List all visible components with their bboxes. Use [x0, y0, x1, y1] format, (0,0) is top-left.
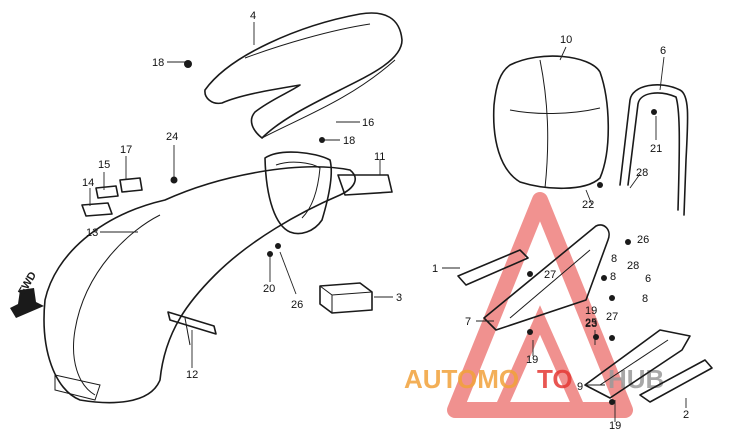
callout-3: 3: [396, 292, 402, 304]
callout-11: 11: [374, 151, 385, 163]
callout-17: 17: [120, 144, 132, 156]
callout-19a: 19: [585, 305, 597, 317]
callout-2: 2: [683, 409, 689, 421]
callout-9: 9: [577, 381, 583, 393]
callout-15: 15: [98, 159, 110, 171]
callout-18b: 18: [343, 135, 355, 147]
part-2-plate: [639, 359, 713, 403]
callout-22: 22: [582, 199, 594, 211]
watermark-logo: [447, 192, 633, 418]
callout-8a: 8: [610, 271, 616, 283]
part-3-box: [319, 282, 373, 314]
part-7-side-bracket: [483, 224, 610, 331]
part-6-backrest-frame: [619, 84, 689, 216]
callout-28b: 28: [627, 260, 639, 272]
hardware: [170, 60, 657, 405]
leader-lines: [89, 22, 687, 422]
svg-text:TO: TO: [537, 364, 573, 394]
svg-text:AUTOMO: AUTOMO: [404, 364, 519, 394]
callout-21: 21: [650, 143, 662, 155]
part-9-lower-rack: [584, 329, 691, 399]
part-4-rear-cowl: [204, 12, 403, 139]
callout-24: 24: [166, 131, 178, 143]
callout-26b: 26: [637, 234, 649, 246]
callout-20: 20: [263, 283, 275, 295]
callout-19c: 19: [609, 420, 621, 432]
callout-25: 25: [585, 317, 597, 329]
callout-19b: 19: [526, 354, 538, 366]
callout-7: 7: [465, 316, 471, 328]
part-10-backrest: [492, 55, 610, 190]
callout-12: 12: [186, 369, 198, 381]
svg-text:HUB: HUB: [608, 364, 664, 394]
part-12-bracket: [167, 311, 217, 346]
callout-1: 1: [432, 263, 438, 275]
callout-27a: 27: [544, 269, 556, 281]
callout-28a: 28: [636, 167, 648, 179]
callout-16: 16: [362, 117, 374, 129]
watermark-text: AUTOMO TO HUB: [404, 364, 664, 394]
callout-10: 10: [560, 34, 572, 46]
callout-4: 4: [250, 10, 256, 22]
callout-27b: 27: [606, 311, 618, 323]
callout-8b: 8: [611, 253, 617, 265]
callout-26a: 26: [291, 299, 303, 311]
part-11-tail-handle: [264, 151, 393, 235]
callout-labels: 4 18 24 15 17 14 16 18 11 13 20 26 3 12 …: [82, 10, 689, 432]
callout-6: 6: [660, 45, 666, 57]
svg-text:FWD: FWD: [16, 270, 39, 298]
callout-6b: 6: [645, 273, 651, 285]
part-13-rear-fender: [43, 166, 356, 404]
callout-18a: 18: [152, 57, 164, 69]
callout-13: 13: [86, 227, 98, 239]
callout-8c: 8: [642, 293, 648, 305]
small-pads: [81, 177, 143, 217]
callout-14: 14: [82, 177, 94, 189]
callout-23: 23: [585, 318, 597, 330]
fwd-arrow: FWD: [10, 270, 44, 318]
part-1-bar: [457, 249, 529, 286]
